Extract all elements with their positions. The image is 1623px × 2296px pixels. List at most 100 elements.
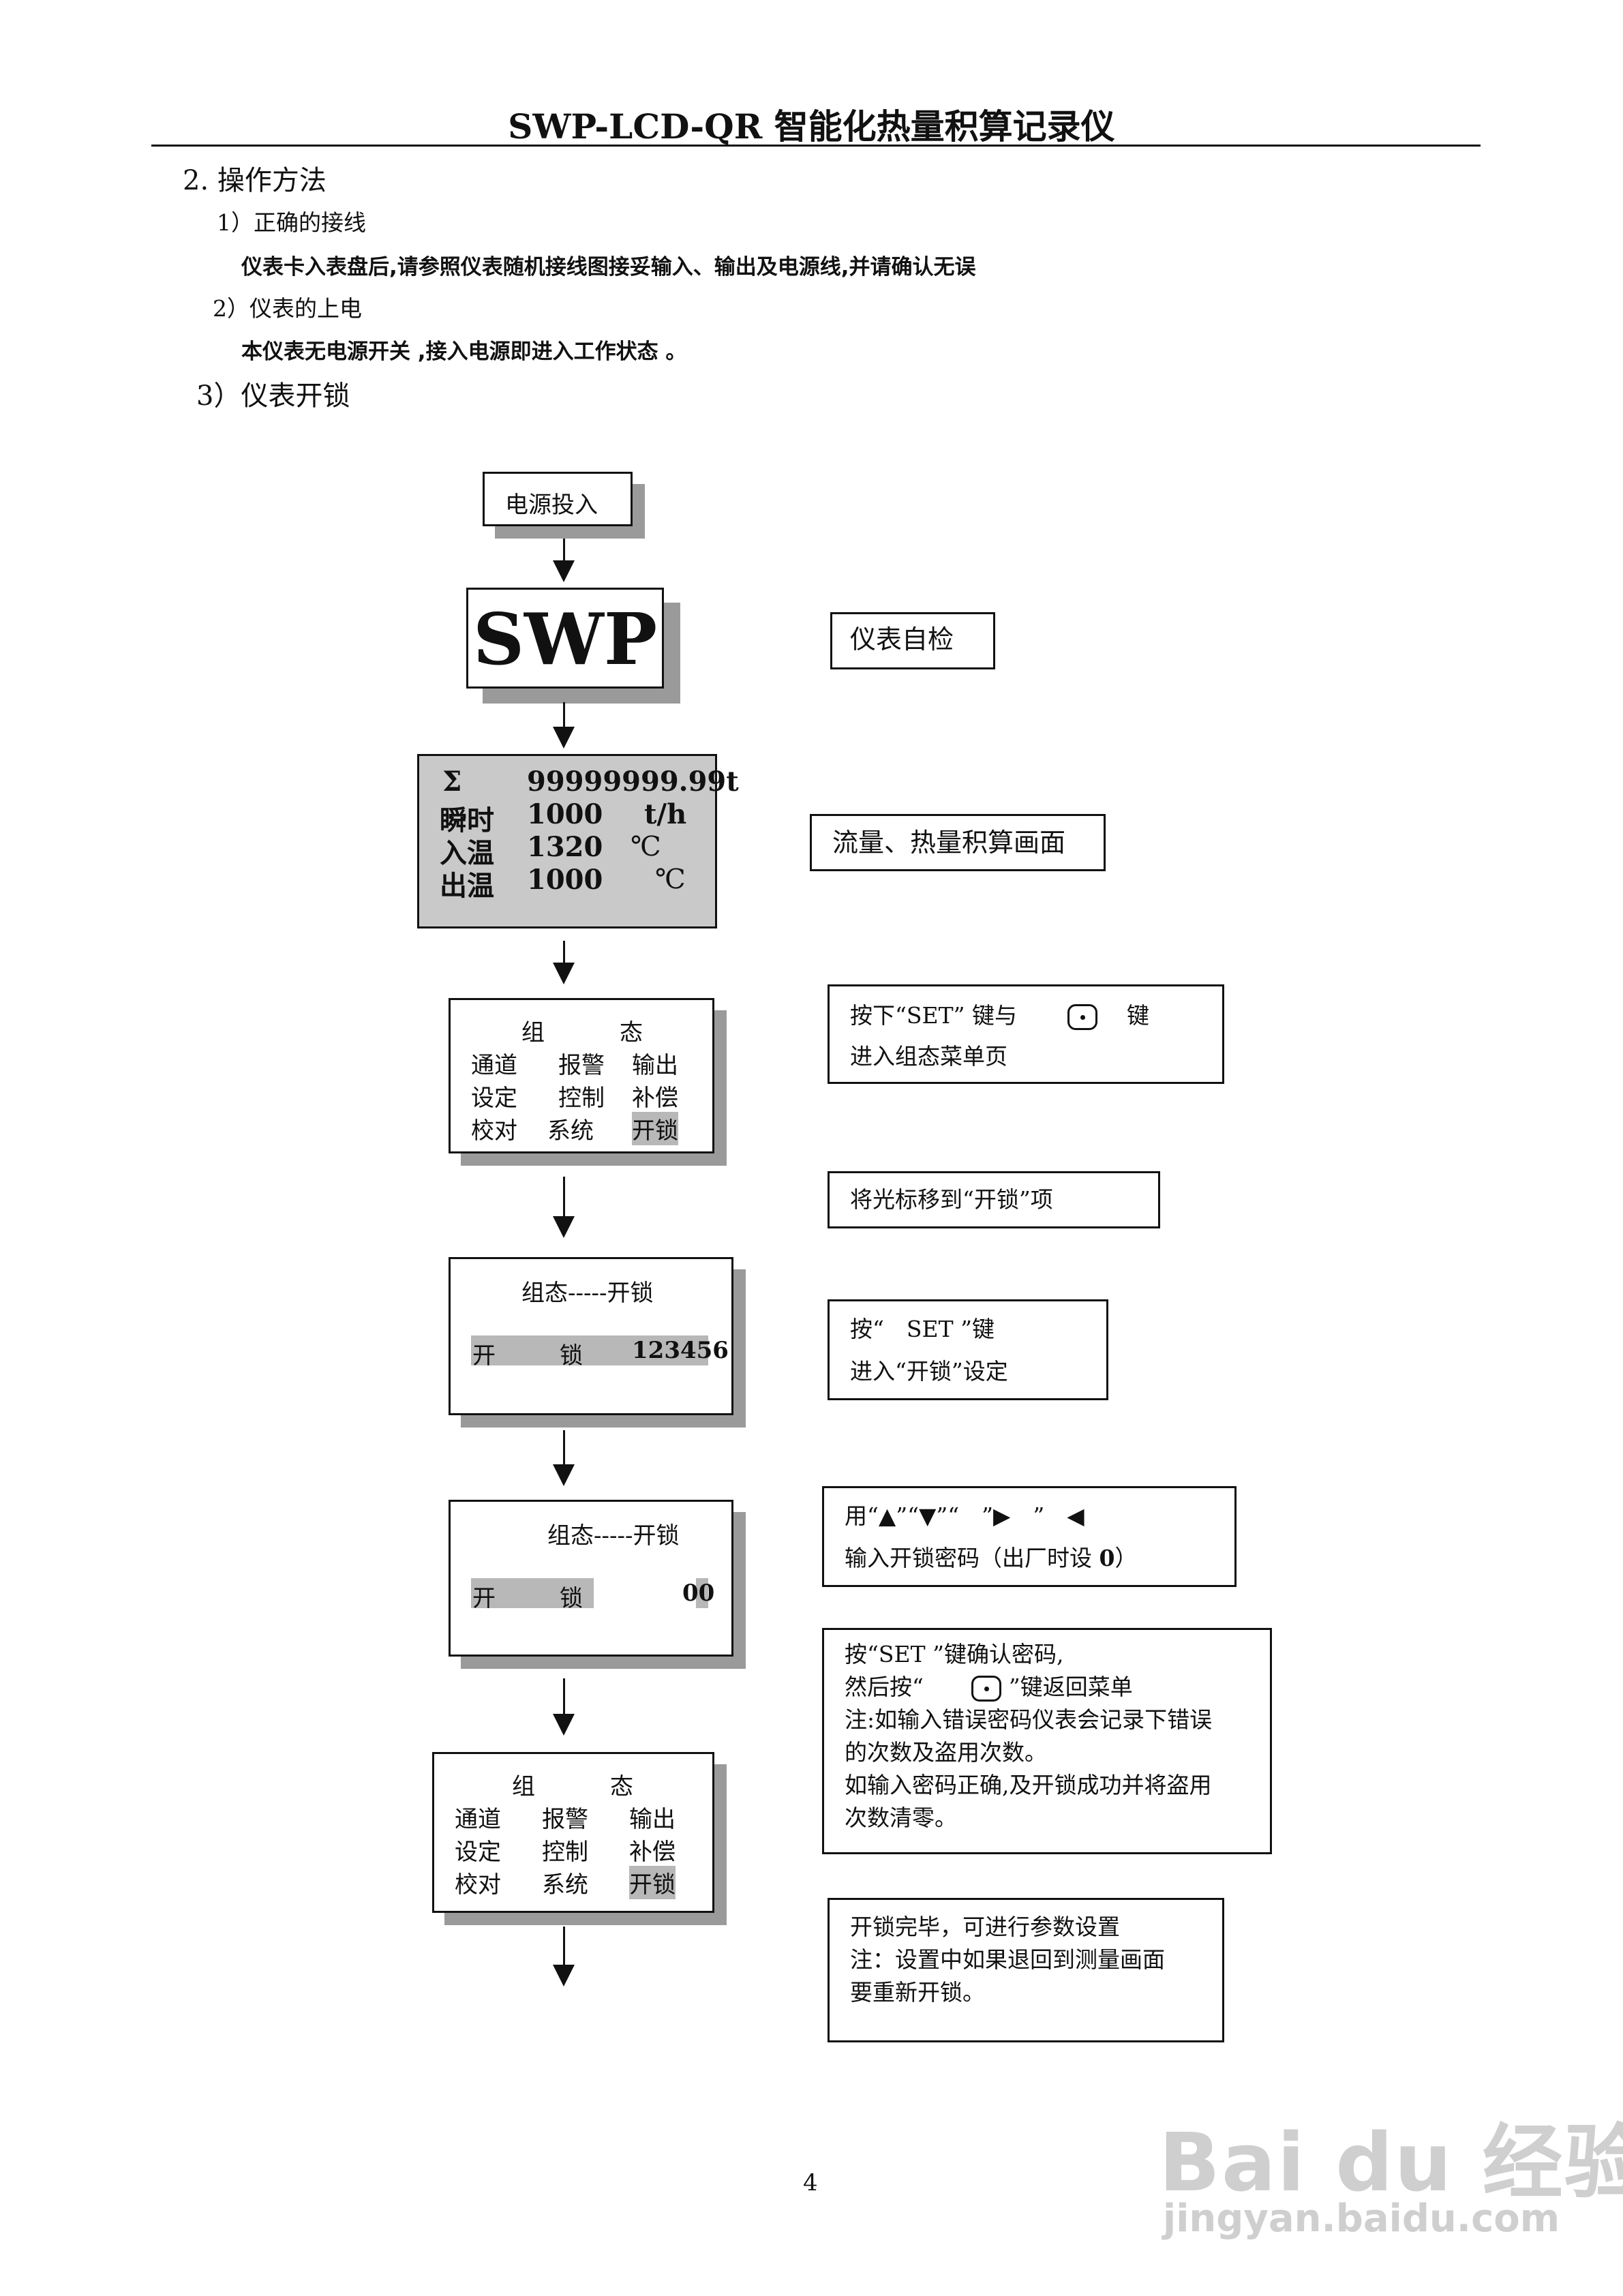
arrow-7-line [563,1927,565,1970]
lcd-out-temp-unit: ℃ [655,864,686,895]
arrow-6-line [563,1678,565,1719]
arrow-1-line [563,539,565,566]
unlock-2-cursor [696,1578,708,1608]
unlock-screen-2: 组态-----开锁 开 锁 00 [449,1500,733,1657]
section-heading: 2. 操作方法 [183,165,327,196]
note-confirm-line2-a: 然后按“ [845,1674,924,1700]
note-unlock-done: 开锁完毕，可进行参数设置 注：设置中如果退回到测量画面 要重新开锁。 [828,1898,1224,2042]
step3-title: 3）仪表开锁 [196,380,350,412]
menu-2-control[interactable]: 控制 [542,1839,588,1866]
arrow-3-line [563,941,565,968]
note-confirm-line6: 次数清零。 [845,1804,957,1831]
note-done-line2: 注：设置中如果退回到测量画面 [850,1946,1165,1973]
step1-title: 1）正确的接线 [217,209,366,236]
note-enter-password-line2-c: ） [1114,1545,1138,1571]
menu-2-output[interactable]: 输出 [629,1806,676,1833]
note-enter-menu: 按下“SET” 键与 键 进入组态菜单页 [828,984,1224,1084]
menu-1-alarm[interactable]: 报警 [558,1052,605,1079]
lcd-note-label: 流量、热量积算画面 [832,828,1066,858]
self-check-label: 仪表自检 [850,624,954,654]
menu-1-unlock[interactable]: 开锁 [632,1112,678,1145]
menu-1-channel[interactable]: 通道 [471,1052,517,1079]
note-enter-password-default: 0 [1099,1545,1115,1571]
note-confirm-line5: 如输入密码正确,及开锁成功并将盗用 [845,1772,1212,1798]
note-confirm-line1: 按“SET ”键确认密码, [845,1641,1064,1667]
config-menu-2: 组 态 通道 报警 输出 设定 控制 补偿 校对 系统 开锁 [432,1752,714,1913]
swp-label: SWP [472,597,658,681]
lcd-sum-value: 99999999.99t [527,766,739,798]
arrow-4-line [563,1177,565,1222]
menu-1-compensate[interactable]: 补偿 [632,1085,678,1112]
note-done-line3: 要重新开锁。 [850,1979,985,2006]
unlock-2-title: 组态-----开锁 [547,1522,680,1550]
note-enter-menu-line1-a: 按下“SET” 键与 [850,1002,1017,1029]
note-press-set-line2: 进入“开锁”设定 [850,1358,1008,1385]
arrow-1-head [553,560,575,582]
dot-key-icon-2 [971,1676,1002,1702]
note-confirm-line4: 的次数及盗用次数。 [845,1739,1047,1766]
menu-2-alarm[interactable]: 报警 [542,1806,588,1833]
note-move-cursor-label: 将光标移到“开锁”项 [850,1186,1053,1213]
note-confirm-line3: 注:如输入错误密码仪表会记录下错误 [845,1706,1213,1733]
self-check-note: 仪表自检 [830,612,995,669]
menu-1-system[interactable]: 系统 [547,1117,594,1145]
menu-1-output[interactable]: 输出 [632,1052,678,1079]
header-rule [151,145,1481,147]
unlock-2-password[interactable]: 00 [682,1580,715,1607]
note-enter-menu-line2: 进入组态菜单页 [850,1043,1007,1070]
arrow-5-head [553,1464,575,1486]
menu-1-calibrate[interactable]: 校对 [471,1117,517,1145]
watermark-brand: Bai du 经验 [1159,2115,1623,2209]
lcd-in-temp-label: 入温 [440,837,494,869]
menu-1-setting[interactable]: 设定 [471,1085,517,1112]
arrow-4-head [553,1216,575,1238]
page-number: 4 [803,2169,818,2196]
note-move-cursor: 将光标移到“开锁”项 [828,1171,1160,1228]
unlock-1-password[interactable]: 123456 [632,1337,729,1364]
menu-2-compensate[interactable]: 补偿 [629,1839,676,1866]
menu-2-setting[interactable]: 设定 [455,1839,501,1866]
note-press-set-line1: 按“ SET ”键 [850,1316,995,1342]
lcd-note: 流量、热量积算画面 [810,814,1106,871]
lcd-out-temp-value: 1000 [527,864,603,896]
lcd-in-temp-value: 1320 [527,831,603,863]
document-title: SWP-LCD-QR 智能化热量积算记录仪 [508,106,1115,147]
arrow-6-head [553,1714,575,1736]
note-enter-password: 用“▲”“▼”“ ”▶ ” ◀ 输入开锁密码（出厂时设 0） [822,1486,1237,1587]
unlock-1-label-b: 锁 [560,1342,583,1370]
unlock-2-label-a: 开 [472,1585,496,1612]
step2-title: 2）仪表的上电 [213,295,362,322]
power-on-box: 电源投入 [483,472,633,526]
lcd-instant-unit: t/h [644,798,687,830]
menu-1-title-b: 态 [620,1019,643,1046]
step1-text: 仪表卡入表盘后,请参照仪表随机接线图接妥输入、输出及电源线,并请确认无误 [241,255,976,280]
note-enter-password-line2: 输入开锁密码（出厂时设 0） [845,1541,1234,1575]
unlock-1-title: 组态-----开锁 [521,1280,654,1307]
note-confirm-line2: 然后按“ ”键返回菜单 [845,1671,1270,1704]
unlock-screen-1: 组态-----开锁 开 锁 123456 [449,1257,733,1415]
arrow-2-line [563,702,565,732]
watermark-url: jingyan.baidu.com [1163,2196,1560,2241]
arrow-7-head [553,1965,575,1987]
arrow-2-head [553,727,575,749]
unlock-2-label-b: 锁 [560,1585,583,1612]
lcd-instant-label: 瞬时 [440,804,494,836]
step2-text: 本仪表无电源开关 ,接入电源即进入工作状态 。 [241,339,687,364]
unlock-2-highlight [471,1578,594,1608]
lcd-out-temp-label: 出温 [440,870,494,902]
power-on-label: 电源投入 [505,492,598,519]
menu-2-title-b: 态 [610,1773,633,1800]
menu-2-unlock[interactable]: 开锁 [629,1866,676,1899]
note-press-set: 按“ SET ”键 进入“开锁”设定 [828,1299,1108,1400]
menu-2-calibrate[interactable]: 校对 [455,1871,501,1899]
note-enter-password-line1: 用“▲”“▼”“ ”▶ ” ◀ [845,1502,1084,1529]
note-confirm-password: 按“SET ”键确认密码, 然后按“ ”键返回菜单 注:如输入错误密码仪表会记录… [822,1628,1272,1854]
menu-2-channel[interactable]: 通道 [455,1806,501,1833]
unlock-1-highlight [471,1335,699,1365]
note-enter-menu-line1-b: 键 [1126,1002,1149,1029]
note-confirm-line2-b: ”键返回菜单 [1008,1674,1133,1700]
lcd-instant-value: 1000 [527,798,603,830]
menu-1-control[interactable]: 控制 [558,1085,605,1112]
menu-2-system[interactable]: 系统 [542,1871,588,1899]
arrow-3-head [553,963,575,984]
